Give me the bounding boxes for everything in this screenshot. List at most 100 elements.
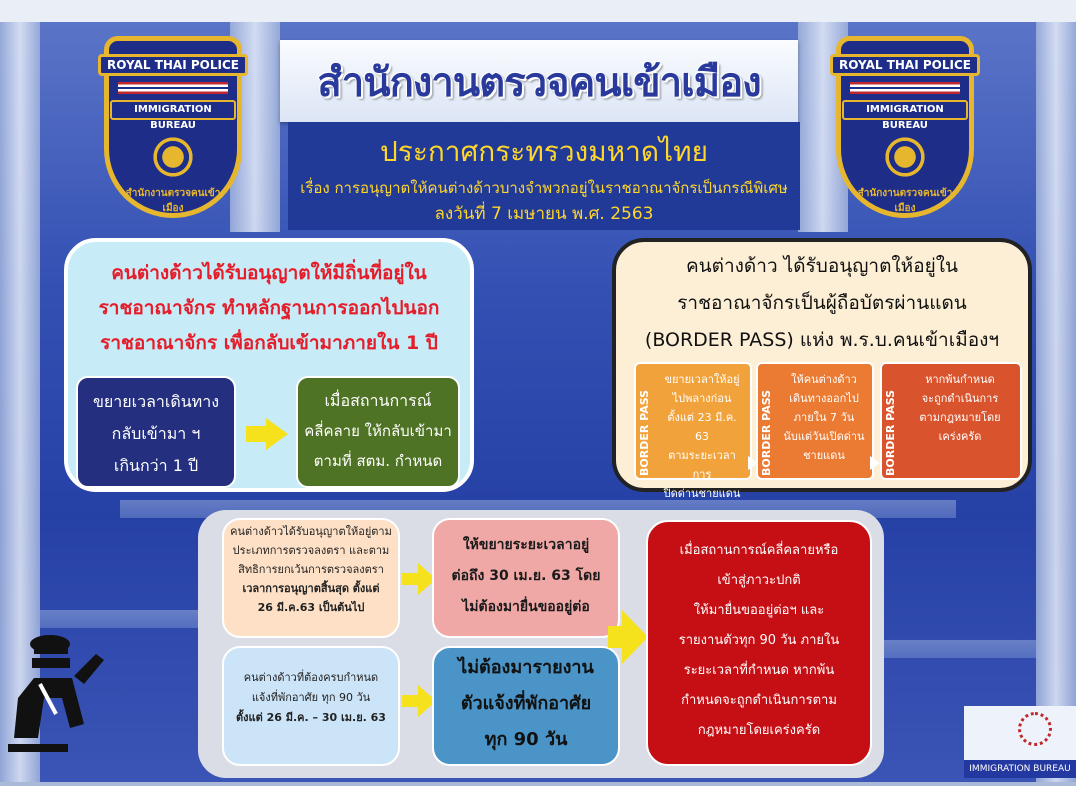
text-line: ขยายเวลาเดินทาง: [92, 392, 220, 411]
announcement-date: ลงวันที่ 7 เมษายน พ.ศ. 2563: [434, 204, 654, 224]
visa-holder-box: [222, 518, 400, 638]
thai-flag-icon: [850, 82, 960, 94]
thai-flag-icon: [118, 82, 228, 94]
text-line: เดินทางออกไป: [789, 392, 859, 405]
text-line: ตามระยะเวลาการ: [668, 449, 736, 481]
announcement-title: ประกาศกระทรวงมหาดไทย: [380, 135, 708, 168]
badge-top-text: ROYAL THAI POLICE: [98, 54, 248, 76]
text-line: ทุก 90 วัน: [484, 729, 568, 750]
after-situation-box: [646, 520, 872, 766]
triangle-arrow-icon: [870, 456, 880, 470]
emblem-icon: [148, 132, 198, 182]
text-line: ให้ขยายระยะเวลาอยู่: [462, 537, 590, 553]
border-pass-label: BORDER PASS: [884, 389, 897, 476]
text-line: หากพ้นกำหนด: [925, 373, 995, 386]
text-line: ไม่ต้องมารายงาน: [458, 657, 594, 678]
badge-bureau-text: IMMIGRATION BUREAU: [110, 100, 236, 131]
ninety-day-box: [222, 646, 400, 766]
right-panel-heading: คนต่างด้าว ได้รับอนุญาตให้อยู่ใน ราชอาณา…: [616, 248, 1028, 359]
emblem-icon: [880, 132, 930, 182]
text-line: รายงานตัวทุก 90 วัน ภายใน: [678, 633, 840, 648]
text-line: ให้คนต่างด้าว: [791, 373, 857, 386]
text-line: เมื่อสถานการณ์คลี่คลายหรือ: [679, 543, 839, 558]
officer-icon: [8, 635, 104, 752]
text-line: เข้าสู่ภาวะปกติ: [717, 573, 801, 588]
text-line: ชายแดน: [803, 449, 845, 462]
border-pass-text: หากพ้นกำหนดจะถูกดำเนินการตามกฎหมายโดยเคร…: [906, 370, 1014, 446]
text-line: ตัวแจ้งที่พักอาศัย: [460, 693, 592, 714]
heading-line: ราชอาณาจักร ทำหลักฐานการออกไปนอก: [98, 297, 440, 319]
text-line: กลับเข้ามา ฯ: [111, 424, 201, 443]
heading-line: ราชอาณาจักร เพื่อกลับเข้ามาภายใน 1 ปี: [100, 332, 438, 354]
heading-line: คนต่างด้าว ได้รับอนุญาตให้อยู่ใน: [685, 255, 959, 277]
text-line: ตั้งแต่ 23 มี.ค. 63: [667, 411, 737, 443]
text-line: ตามที่ สตม. กำหนด: [313, 452, 443, 470]
no-report-box: [432, 646, 620, 766]
text-line: ตั้งแต่ 26 มี.ค. – 30 เม.ย. 63: [236, 711, 386, 724]
no-report-text: ไม่ต้องมารายงาน ตัวแจ้งที่พักอาศัย ทุก 9…: [432, 650, 620, 758]
text-line: ไปพลางก่อน: [672, 392, 732, 405]
border-pass-card: BORDER PASS ให้คนต่างด้าวเดินทางออกไปภายใ…: [756, 362, 874, 480]
corner-logo-label: IMMIGRATION BUREAU: [964, 760, 1076, 778]
ninety-day-text: คนต่างด้าวที่ต้องครบกำหนด แจ้งที่พักอาศั…: [224, 668, 398, 728]
badge-bureau-text: IMMIGRATION BUREAU: [842, 100, 968, 131]
text-line: เคร่งครัด: [938, 430, 982, 443]
stair-2: [40, 610, 200, 628]
police-badge-right: ROYAL THAI POLICE IMMIGRATION BUREAU สำน…: [830, 36, 980, 218]
text-line: ปิดด่านชายแดน: [663, 487, 741, 500]
border-pass-label: BORDER PASS: [638, 389, 651, 476]
text-line: ระยะเวลาที่กำหนด หากพ้น: [683, 663, 835, 678]
text-line: นับแต่วันเปิดด่าน: [783, 430, 865, 443]
header-band: [280, 40, 798, 122]
pillar-right: [1036, 22, 1076, 782]
visa-holder-text: คนต่างด้าวได้รับอนุญาตให้อยู่ตาม ประเภทก…: [224, 522, 398, 617]
text-line: คนต่างด้าวได้รับอนุญาตให้อยู่ตาม: [230, 525, 392, 538]
police-badge-left: ROYAL THAI POLICE IMMIGRATION BUREAU สำน…: [98, 36, 248, 218]
text-line: ภายใน 7 วัน: [793, 411, 855, 424]
text-line: ขยายเวลาให้อยู่: [664, 373, 740, 386]
page-title: สำนักงานตรวจคนเข้าเมือง: [317, 60, 761, 106]
announcement-subject: เรื่อง การอนุญาตให้คนต่างด้าวบางจำพวกอยู…: [300, 179, 788, 197]
border-pass-label: BORDER PASS: [760, 389, 773, 476]
extend-travel-box: [76, 376, 236, 488]
text-line: แจ้งที่พักอาศัย ทุก 90 วัน: [251, 691, 371, 704]
text-line: ต่อถึง 30 เม.ย. 63 โดย: [451, 568, 601, 584]
badge-arc-text: สำนักงานตรวจคนเข้าเมือง: [125, 188, 221, 214]
badge-arc-text: สำนักงานตรวจคนเข้าเมือง: [857, 188, 953, 214]
triangle-arrow-icon: [748, 456, 758, 470]
text-line: จะถูกดำเนินการ: [921, 392, 999, 405]
border-pass-text: ขยายเวลาให้อยู่ไปพลางก่อนตั้งแต่ 23 มี.ค…: [660, 370, 744, 503]
top-strip: [0, 0, 1076, 24]
badge-top-text: ROYAL THAI POLICE: [830, 54, 980, 76]
text-line: สิทธิการยกเว้นการตรวจลงตรา: [238, 563, 384, 576]
heading-line: คนต่างด้าวได้รับอนุญาตให้มีถิ่นที่อยู่ใน: [111, 262, 427, 284]
text-line: เมื่อสถานการณ์: [324, 391, 432, 410]
text-line: กำหนดจะถูกดำเนินการตาม: [681, 693, 837, 708]
after-situation-text: เมื่อสถานการณ์คลี่คลายหรือ เข้าสู่ภาวะปก…: [646, 536, 872, 746]
text-line: กฎหมายโดยเคร่งครัด: [697, 723, 821, 738]
return-condition-text: เมื่อสถานการณ์ คลี่คลาย ให้กลับเข้ามา ตา…: [296, 386, 460, 476]
extend-travel-text: ขยายเวลาเดินทาง กลับเข้ามา ฯ เกินกว่า 1 …: [76, 386, 236, 482]
text-line: คนต่างด้าวที่ต้องครบกำหนด: [243, 671, 379, 684]
heading-line: ราชอาณาจักรเป็นผู้ถือบัตรผ่านแดน: [677, 292, 967, 314]
border-pass-text: ให้คนต่างด้าวเดินทางออกไปภายใน 7 วันนับแ…: [782, 370, 866, 465]
border-pass-card: BORDER PASS ขยายเวลาให้อยู่ไปพลางก่อนตั้ง…: [634, 362, 752, 500]
text-line: เวลาการอนุญาตสิ้นสุด ตั้งแต่: [242, 582, 380, 595]
border-pass-card: BORDER PASS หากพ้นกำหนดจะถูกดำเนินการตามก…: [880, 362, 1022, 480]
text-line: ไม่ต้องมายื่นขออยู่ต่อ: [462, 599, 590, 615]
virus-icon: [1018, 712, 1052, 746]
return-condition-box: [296, 376, 460, 488]
text-line: ตามกฎหมายโดย: [919, 411, 1001, 424]
text-line: เกินกว่า 1 ปี: [113, 456, 199, 475]
heading-line: (BORDER PASS) แห่ง พ.ร.บ.คนเข้าเมืองฯ: [644, 329, 1000, 351]
pillar-left: [0, 22, 40, 782]
extend-stay-text: ให้ขยายระยะเวลาอยู่ ต่อถึง 30 เม.ย. 63 โ…: [432, 530, 620, 623]
text-line: คลี่คลาย ให้กลับเข้ามา: [304, 422, 452, 440]
text-line: ประเภทการตรวจลงตรา และตาม: [232, 544, 390, 557]
text-line: ให้มายื่นขออยู่ต่อฯ และ: [693, 603, 825, 618]
stair-3: [880, 640, 1036, 658]
subtitle-band: [288, 122, 800, 230]
left-panel-heading: คนต่างด้าวได้รับอนุญาตให้มีถิ่นที่อยู่ใน…: [72, 256, 466, 361]
text-line: 26 มี.ค.63 เป็นต้นไป: [257, 601, 365, 614]
extend-stay-box: [432, 518, 620, 638]
